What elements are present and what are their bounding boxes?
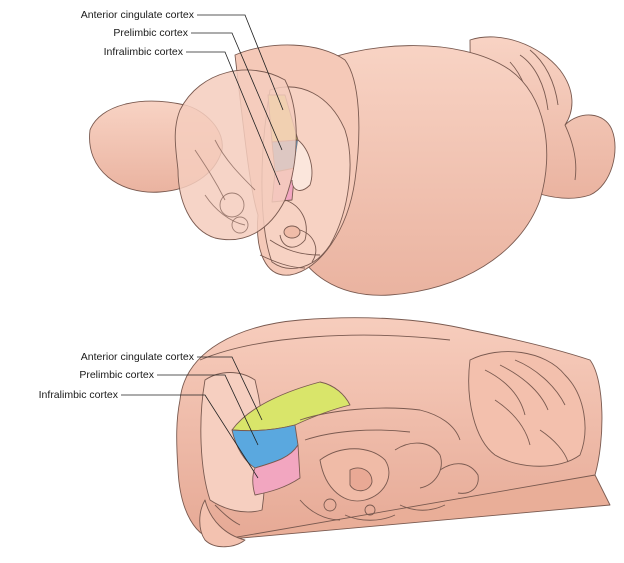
bottom-label-anterior-cingulate: Anterior cingulate cortex: [81, 351, 194, 363]
top-label-prelimbic: Prelimbic cortex: [113, 27, 188, 39]
bottom-label-infralimbic: Infralimbic cortex: [39, 389, 118, 401]
bottom-label-prelimbic: Prelimbic cortex: [79, 369, 154, 381]
bottom-brain: [177, 318, 610, 547]
top-brain: [90, 37, 616, 295]
top-label-infralimbic: Infralimbic cortex: [104, 46, 183, 58]
top-label-anterior-cingulate: Anterior cingulate cortex: [81, 9, 194, 21]
